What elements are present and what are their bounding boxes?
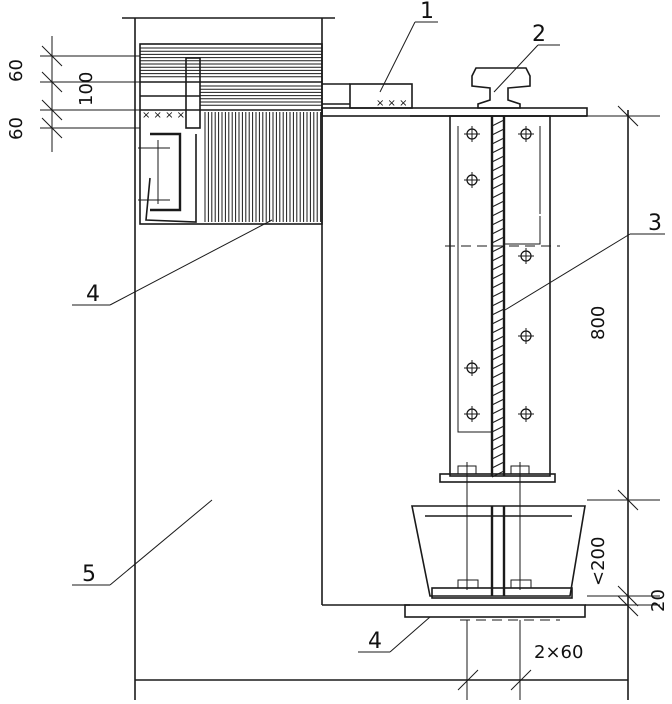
dimension-lines — [40, 36, 660, 691]
bolt-icon — [464, 406, 480, 422]
column-web — [445, 115, 560, 478]
callout-2: 2 — [532, 22, 546, 47]
dim-left-60-bottom: 60 — [6, 117, 27, 140]
leader-lines — [72, 21, 665, 653]
callout-1: 1 — [420, 0, 434, 24]
bolt-icon — [518, 126, 534, 142]
callout-5: 5 — [82, 562, 96, 587]
dim-left-100: 100 — [76, 72, 97, 106]
dim-left-60-top: 60 — [6, 59, 27, 82]
rail-head — [471, 67, 531, 109]
svg-text:× × × ×: × × × × — [142, 110, 185, 121]
column-bolts — [464, 126, 534, 422]
bolt-icon — [464, 360, 480, 376]
bolt-icon — [518, 248, 534, 264]
callout-3: 3 — [648, 211, 662, 236]
bolt-icon — [464, 172, 480, 188]
dim-height-20: 20 — [648, 589, 669, 612]
callout-4-lower: 4 — [368, 629, 382, 654]
dim-bolt-spacing: 2×60 — [534, 642, 583, 663]
dim-height-200: <200 — [588, 537, 609, 586]
dim-height-800: 800 — [588, 306, 609, 340]
svg-text:× × ×: × × × — [376, 98, 408, 109]
pedestal-base — [404, 505, 586, 700]
lower-flange — [439, 462, 556, 520]
hatched-block-upper: × × × × — [138, 43, 323, 225]
bolt-icon — [464, 126, 480, 142]
callout-4-upper: 4 — [86, 282, 100, 307]
platform-top: × × × — [321, 83, 588, 117]
dimension-texts: 60 100 60 800 <200 20 2×60 — [6, 59, 669, 663]
bolt-icon — [518, 328, 534, 344]
bolt-icon — [518, 406, 534, 422]
callouts: 1 2 3 4 5 4 — [82, 0, 662, 654]
